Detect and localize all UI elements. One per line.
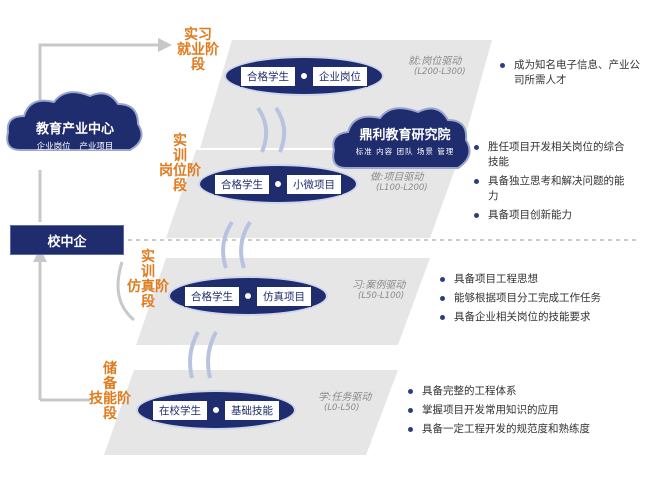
stage3-bullet-0: 具备项目工程思想 (440, 272, 640, 287)
cycle-arrow-2 (221, 220, 252, 269)
stage2-driver: 做:项目驱动 (L100-L200) (370, 168, 428, 193)
stage1-bullet-0: 成为知名电子信息、产业公司所需人才 (500, 58, 640, 88)
stage4-range: (L0-L50) (324, 403, 360, 413)
stage2-side-1: 训 (173, 148, 187, 164)
stage3-bullet-2: 具备企业相关岗位的技能要求 (440, 310, 640, 325)
research-sub-3: 场景 (416, 147, 434, 156)
stage4-bullet-0: 具备完整的工程体系 (408, 384, 644, 399)
flow-arrow-top-head (158, 38, 172, 52)
stage3-side-label: 实 训 仿真阶 段 (118, 250, 178, 310)
stage3-driver: 习:案例驱动 (L50-L100) (352, 276, 405, 301)
stage2-side-0: 实 (173, 133, 187, 149)
cycle-arrow-3 (188, 331, 218, 379)
stage4-side-3: 段 (103, 406, 117, 422)
stage3-bullets: 具备项目工程思想 能够根据项目分工完成工作任务 具备企业相关岗位的技能要求 (440, 272, 640, 329)
stage1-side-1: 就业阶 (177, 42, 219, 58)
industry-center-title: 教育产业中心 (35, 122, 114, 137)
flow-arrow-right (116, 261, 135, 322)
stage4-driver: 学:任务驱动 (L0-L50) (318, 388, 371, 413)
stage4-left-box: 在校学生 (152, 399, 208, 421)
flow-arrow-top (38, 43, 158, 120)
stage1-range: (L200-L300) (414, 67, 466, 77)
stage3-ellipse: 合格学生 仿真项目 (168, 276, 328, 316)
stage3-left-box: 合格学生 (184, 285, 240, 307)
stage3-right-box: 仿真项目 (256, 285, 312, 307)
research-institute-title: 鼎利教育研究院 (359, 128, 451, 143)
stage2-ellipse: 合格学生 小微项目 (198, 164, 358, 204)
stage4-side-1: 备 (103, 376, 117, 392)
stage1-side-2: 段 (191, 57, 205, 73)
stage3-side-2: 仿真阶 (127, 279, 169, 295)
stage4-side-0: 储 (103, 361, 117, 377)
stage1-dot (301, 73, 307, 79)
stage3-bullet-1: 能够根据项目分工完成工作任务 (440, 291, 640, 306)
stage3-driver-text: 习:案例驱动 (352, 280, 406, 291)
stage2-dot (275, 181, 281, 187)
industry-center-label: 教育产业中心 企业岗位 产业项目 (16, 118, 134, 152)
stage2-driver-text: 做:项目驱动 (370, 172, 424, 183)
stage1-driver: 就:岗位驱动 (L200-L300) (408, 52, 466, 77)
stage3-side-1: 训 (141, 264, 155, 280)
school-enterprise-box: 校中企 (10, 225, 124, 255)
stage4-side-2: 技能阶 (89, 391, 131, 407)
research-institute-cloud (332, 107, 471, 169)
stage1-side-0: 实习 (184, 27, 212, 43)
stage2-side-2: 岗位阶 (159, 163, 201, 179)
flow-arrow-bottom-head (33, 248, 47, 262)
stage2-bullet-2: 具备项目创新能力 (474, 208, 634, 223)
stage4-bullet-1: 掌握项目开发常用知识的应用 (408, 403, 644, 418)
stage2-range: (L100-L200) (376, 183, 428, 193)
stage1-ellipse: 合格学生 企业岗位 (224, 56, 384, 96)
stage2-bullet-0: 胜任项目开发相关岗位的综合技能 (474, 140, 634, 170)
stage1-driver-text: 就:岗位驱动 (408, 56, 462, 67)
stage2-side-3: 段 (173, 178, 187, 194)
stage4-ellipse: 在校学生 基础技能 (136, 390, 296, 430)
stage3-dot (245, 293, 251, 299)
stage1-side-label: 实习 就业阶 段 (168, 28, 228, 73)
stage2-left-box: 合格学生 (214, 173, 270, 195)
research-institute-label: 鼎利教育研究院 标准 内容 团队 场景 管理 (342, 124, 468, 157)
research-sub-0: 标准 (355, 147, 373, 156)
research-sub-2: 团队 (396, 147, 414, 156)
cycle-arrow-1 (256, 106, 287, 153)
stage4-dot (213, 407, 219, 413)
industry-center-sub1: 企业岗位 (36, 142, 71, 152)
stage2-bullet-1: 具备独立思考和解决问题的能力 (474, 174, 634, 204)
industry-center-cloud (6, 91, 143, 151)
stage3-range: (L50-L100) (358, 291, 405, 301)
stage1-bullets: 成为知名电子信息、产业公司所需人才 (500, 58, 640, 92)
stage1-left-box: 合格学生 (240, 65, 296, 87)
stage2-bullets: 胜任项目开发相关岗位的综合技能 具备独立思考和解决问题的能力 具备项目创新能力 (474, 140, 634, 227)
stage4-side-label: 储 备 技能阶 段 (80, 362, 140, 422)
stage2-right-box: 小微项目 (286, 173, 342, 195)
stage2-side-label: 实 训 岗位阶 段 (150, 134, 210, 194)
research-sub-1: 内容 (376, 147, 394, 156)
stage4-bullets: 具备完整的工程体系 掌握项目开发常用知识的应用 具备一定工程开发的规范度和熟练度 (408, 384, 644, 441)
stage3-side-0: 实 (141, 249, 155, 265)
stage1-right-box: 企业岗位 (312, 65, 368, 87)
stage4-driver-text: 学:任务驱动 (318, 392, 372, 403)
flow-arrow-bottom (38, 258, 90, 402)
research-sub-4: 管理 (437, 147, 455, 156)
stage4-bullet-2: 具备一定工程开发的规范度和熟练度 (408, 422, 644, 437)
stage4-right-box: 基础技能 (224, 399, 280, 421)
industry-center-sub2: 产业项目 (79, 142, 114, 152)
stage3-side-3: 段 (141, 294, 155, 310)
